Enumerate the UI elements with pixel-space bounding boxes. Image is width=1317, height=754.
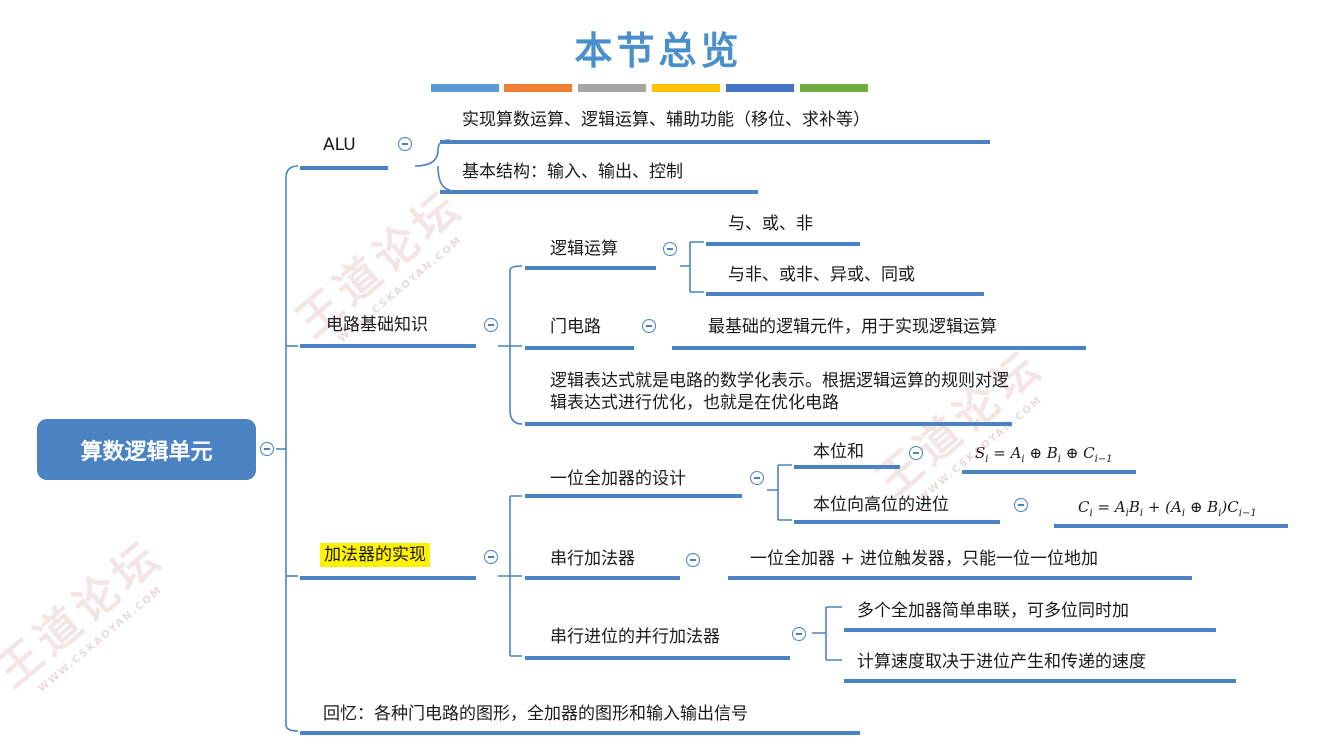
node-recall[interactable]: 回忆：各种门电路的图形，全加器的图形和输入输出信号 [323, 704, 748, 724]
node-logic-basic[interactable]: 与、或、非 [728, 214, 813, 234]
node-parallel-adder[interactable]: 串行进位的并行加法器 [550, 627, 720, 647]
node-carry[interactable]: 本位向高位的进位 [813, 495, 949, 515]
color-swatch [578, 84, 646, 92]
collapse-icon[interactable] [663, 242, 677, 256]
node-alu-function[interactable]: 实现算数运算、逻辑运算、辅助功能（移位、求补等） [462, 110, 870, 130]
node-alu-structure[interactable]: 基本结构：输入、输出、控制 [462, 162, 683, 182]
collapse-icon[interactable] [484, 550, 498, 564]
node-alu[interactable]: ALU [323, 135, 356, 155]
node-logic-ops[interactable]: 逻辑运算 [550, 239, 618, 259]
collapse-icon[interactable] [484, 318, 498, 332]
node-sum[interactable]: 本位和 [813, 442, 864, 462]
root-node[interactable]: 算数逻辑单元 [37, 419, 256, 480]
node-serial-desc[interactable]: 一位全加器 + 进位触发器，只能一位一位地加 [750, 549, 1099, 569]
node-parallel-item[interactable]: 多个全加器简单串联，可多位同时加 [857, 601, 1129, 621]
color-swatch [652, 84, 720, 92]
color-swatch [800, 84, 868, 92]
node-gate-desc[interactable]: 最基础的逻辑元件，用于实现逻辑运算 [708, 317, 997, 337]
highlight: 加法器的实现 [320, 543, 430, 567]
collapse-icon[interactable] [260, 442, 274, 456]
color-swatch [726, 84, 794, 92]
collapse-icon[interactable] [750, 471, 764, 485]
collapse-icon[interactable] [909, 446, 923, 460]
collapse-icon[interactable] [792, 627, 806, 641]
node-serial-adder[interactable]: 串行加法器 [550, 549, 635, 569]
node-adder[interactable]: 加法器的实现 [320, 543, 430, 567]
collapse-icon[interactable] [398, 137, 412, 151]
node-logic-compound[interactable]: 与非、或非、异或、同或 [728, 265, 915, 285]
collapse-icon[interactable] [686, 553, 700, 567]
carry-formula: Ci = AiBi + (Ai ⊕ Bi)Ci−1 [1078, 498, 1257, 519]
node-full-adder[interactable]: 一位全加器的设计 [550, 469, 686, 489]
node-expression[interactable]: 逻辑表达式就是电路的数学化表示。根据逻辑运算的规则对逻辑表达式进行优化，也就是在… [550, 371, 1009, 413]
color-swatch [431, 84, 499, 92]
node-gate[interactable]: 门电路 [550, 317, 601, 337]
page-title: 本节总览 [574, 29, 743, 73]
collapse-icon[interactable] [642, 319, 656, 333]
collapse-icon[interactable] [1014, 498, 1028, 512]
sum-formula: Si = Ai ⊕ Bi ⊕ Ci−1 [975, 444, 1113, 465]
color-swatch [504, 84, 572, 92]
node-circuit-basics[interactable]: 电路基础知识 [326, 315, 428, 335]
node-parallel-item[interactable]: 计算速度取决于进位产生和传递的速度 [857, 652, 1146, 672]
